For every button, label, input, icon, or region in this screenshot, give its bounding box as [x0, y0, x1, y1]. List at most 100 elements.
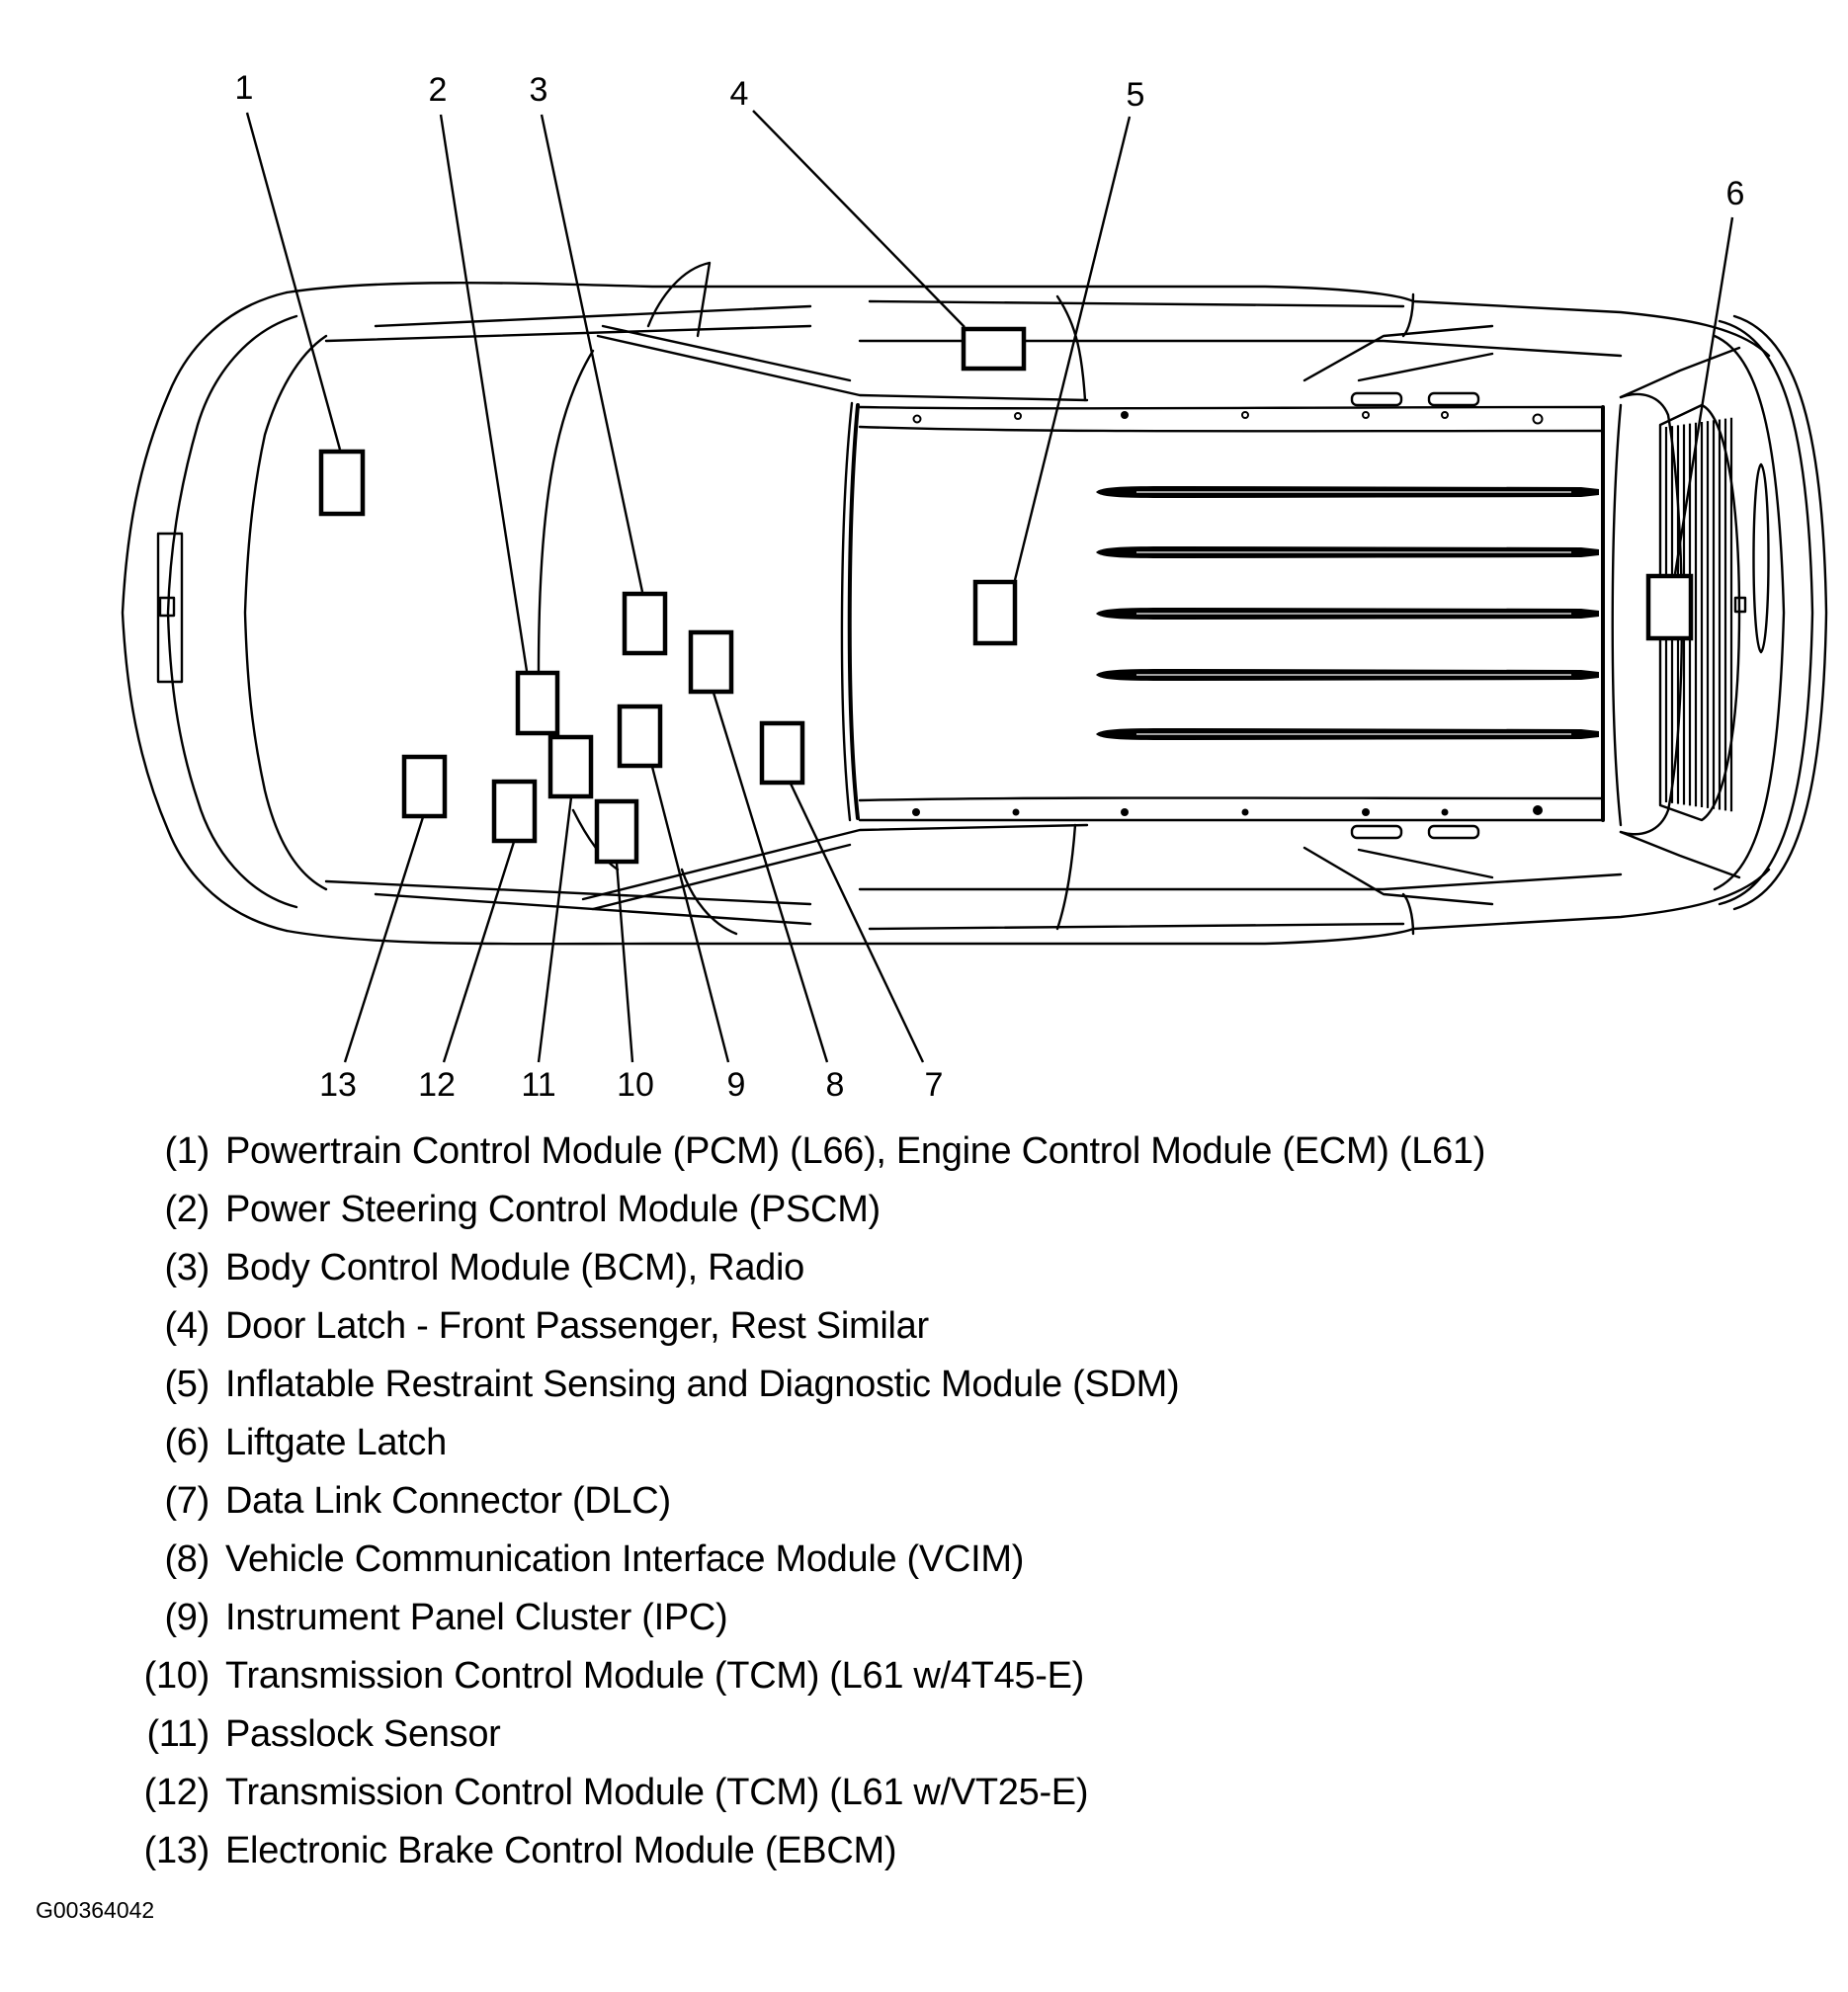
leader-line-7 [789, 783, 925, 1063]
liftgate-inner [1611, 403, 1623, 827]
roof-rail-pad-bottom-2 [1427, 824, 1480, 840]
legend-item-number: (13) [143, 1830, 210, 1871]
leader-line-13 [343, 816, 425, 1063]
component-marker-7-dlc[interactable] [759, 720, 805, 786]
callout-number-3: 3 [530, 71, 548, 109]
rear-diag-bottom [1619, 830, 1741, 879]
component-marker-13-ebcm[interactable] [401, 754, 448, 819]
leader-line-8 [712, 692, 829, 1063]
component-marker-12-tcm[interactable] [491, 779, 538, 844]
legend-item-text: Data Link Connector (DLC) [225, 1480, 671, 1522]
side-rail-bottom [858, 872, 1623, 891]
legend-item: (1)Powertrain Control Module (PCM) (L66)… [0, 1126, 1848, 1176]
rear-quarter-bottom-2 [1357, 848, 1494, 879]
component-marker-1-pcm[interactable] [318, 449, 366, 517]
component-marker-3-bcm[interactable] [622, 591, 668, 656]
roof-front-edge-inner [840, 401, 854, 822]
leader-line-9 [650, 766, 730, 1063]
leader-lines [245, 110, 1734, 1063]
rear-license-latch [1733, 596, 1747, 614]
component-marker-8-vcim[interactable] [688, 629, 734, 695]
leader-line-12 [442, 841, 516, 1063]
rear-bumper-outer [1718, 319, 1814, 906]
leader-line-10 [615, 862, 634, 1063]
callout-numbers: 1 2 3 4 5 6 7 8 9 10 11 12 13 [235, 69, 1745, 1104]
legend-item: (2) Power Steering Control Module (PSCM) [0, 1185, 1848, 1234]
roof-fasteners-top [912, 411, 1544, 425]
front-license-plate-area [156, 532, 184, 684]
component-marker-4-door-latch[interactable] [961, 326, 1027, 372]
legend-item-text: Body Control Module (BCM), Radio [225, 1247, 804, 1288]
roof [840, 391, 1605, 840]
roof-bottom-edge [858, 796, 1603, 802]
a-pillar-bottom-2 [591, 843, 852, 911]
vehicle-body [121, 261, 1771, 946]
vehicle-top-view-diagram: 1 2 3 4 5 6 7 8 9 10 11 12 13 [121, 69, 1828, 1104]
vehicle-rear [1611, 314, 1828, 911]
roof-fasteners-bottom [912, 805, 1543, 816]
hood-line-top [374, 304, 812, 328]
callout-number-11: 11 [521, 1066, 555, 1104]
a-pillar-bottom [581, 823, 1089, 901]
roof-rail-pad-bottom-1 [1350, 824, 1403, 840]
hood-line-top-2 [324, 324, 812, 343]
callout-number-1: 1 [235, 69, 254, 107]
body-outline-bottom [285, 868, 1771, 946]
callout-number-5: 5 [1127, 76, 1145, 114]
callout-number-4: 4 [730, 75, 749, 113]
legend-item-text: Liftgate Latch [225, 1422, 447, 1463]
leader-line-1 [245, 112, 342, 451]
component-marker-10-tcm[interactable] [594, 798, 639, 865]
side-rail-top-2 [868, 299, 1405, 308]
legend-item-number: (7) [164, 1480, 210, 1522]
door-line-bottom-1 [1055, 823, 1077, 931]
rear-bumper-edge [1732, 314, 1828, 911]
legend-item-number: (11) [146, 1713, 210, 1755]
legend-item-text: Transmission Control Module (TCM) (L61 w… [225, 1655, 1084, 1697]
front-bumper [121, 290, 289, 933]
legend-item-number: (10) [143, 1655, 210, 1697]
legend-item: (9) Instrument Panel Cluster (IPC) [0, 1593, 1848, 1642]
rear-quarter-bottom [1302, 846, 1494, 906]
roof-top-edge-2 [858, 405, 1603, 410]
legend-item: (8)Vehicle Communication Interface Modul… [0, 1535, 1848, 1584]
leader-line-3 [540, 114, 644, 593]
body-outline-top [285, 282, 1771, 358]
side-rail-bottom-2 [868, 922, 1405, 931]
legend-item-number: (9) [164, 1597, 210, 1638]
legend-item-text: Door Latch - Front Passenger, Rest Simil… [225, 1305, 929, 1347]
side-mirror [646, 261, 712, 338]
callout-number-13: 13 [319, 1066, 357, 1104]
legend-item-number: (2) [164, 1189, 210, 1230]
legend-item-number: (5) [164, 1364, 210, 1405]
component-marker-9-ipc[interactable] [617, 704, 663, 769]
callout-number-6: 6 [1726, 175, 1745, 212]
legend-item: (4)Door Latch - Front Passenger, Rest Si… [0, 1301, 1848, 1351]
a-pillar-top [596, 334, 1089, 402]
side-mirror-lower [680, 868, 738, 936]
legend-item: (7) Data Link Connector (DLC) [0, 1476, 1848, 1526]
legend-item: (5)Inflatable Restraint Sensing and Diag… [0, 1360, 1848, 1409]
component-marker-5-sdm[interactable] [972, 579, 1018, 646]
leader-line-6 [1673, 216, 1734, 575]
legend-item-number: (8) [164, 1538, 210, 1580]
component-marker-6-liftgate-latch[interactable] [1645, 573, 1694, 641]
roof-ribs [1096, 486, 1599, 740]
windshield-edge [537, 349, 595, 674]
side-rail-top [858, 339, 1623, 358]
rear-bumper-inner [1713, 334, 1786, 891]
leader-line-5 [1013, 116, 1132, 581]
legend-item-number: (3) [164, 1247, 210, 1288]
rear-quarter-top [1302, 324, 1494, 382]
leader-line-11 [537, 796, 573, 1063]
leader-line-4 [752, 110, 966, 328]
rear-quarter-top-2 [1357, 352, 1494, 382]
legend-item-text: Power Steering Control Module (PSCM) [225, 1189, 881, 1230]
component-marker-2-pscm[interactable] [515, 670, 560, 736]
hood-line-bottom-2 [324, 879, 812, 906]
callout-number-12: 12 [418, 1066, 456, 1104]
component-marker-11-passlock[interactable] [547, 734, 594, 799]
legend-item-number: (6) [164, 1422, 210, 1463]
legend-item-text: Instrument Panel Cluster (IPC) [225, 1597, 728, 1638]
door-line-top-1 [1055, 294, 1087, 402]
